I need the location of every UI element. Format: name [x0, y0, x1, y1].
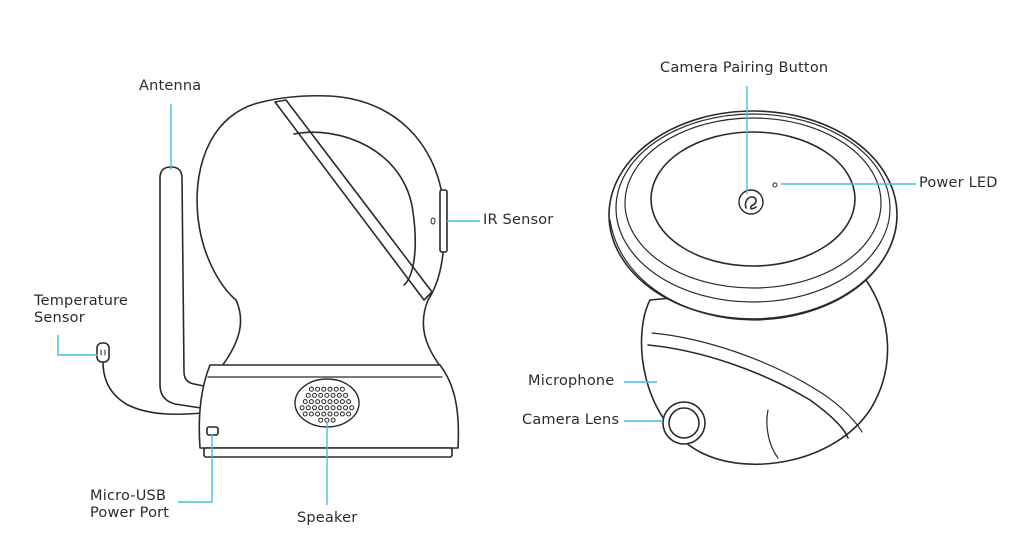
- speaker-hole: [339, 399, 345, 405]
- temperature-sensor-probe: [96, 342, 110, 363]
- speaker-hole: [312, 392, 317, 398]
- speaker-hole: [318, 392, 324, 398]
- label-micro-usb-line1: Micro-USB: [90, 488, 167, 504]
- camera-face-plate: [274, 99, 433, 301]
- speaker-hole: [308, 386, 314, 392]
- camera-front-ring: [293, 131, 417, 286]
- speaker-hole: [315, 386, 321, 392]
- label-power-led: Power LED: [919, 175, 998, 191]
- speaker-hole: [330, 392, 336, 398]
- leader-temperature-sensor: [57, 335, 98, 356]
- label-microphone: Microphone: [528, 373, 615, 389]
- label-micro-usb: Micro-USB Power Port: [90, 488, 169, 522]
- speaker-hole: [302, 411, 308, 417]
- speaker-hole: [343, 405, 348, 411]
- pairing-logo-icon: [744, 196, 757, 210]
- camera-lens-inner: [668, 407, 700, 439]
- speaker-hole: [321, 386, 327, 392]
- ir-sensor-dot: [430, 217, 436, 225]
- speaker-hole: [343, 392, 348, 398]
- speaker-hole: [321, 411, 327, 417]
- speaker-hole: [339, 386, 345, 392]
- camera-swivel-band: [647, 344, 849, 439]
- camera-head: [196, 94, 446, 367]
- speaker-holes: [299, 386, 355, 423]
- speaker-hole: [330, 405, 336, 411]
- speaker-hole: [346, 399, 352, 405]
- speaker-hole: [339, 411, 345, 417]
- leader-micro-usb: [178, 434, 213, 503]
- speaker-hole: [302, 399, 308, 405]
- speaker-hole: [315, 399, 321, 405]
- speaker-hole: [333, 411, 339, 417]
- camera-base-foot: [203, 447, 453, 458]
- speaker-hole: [318, 405, 324, 411]
- speaker-hole: [349, 405, 355, 411]
- micro-usb-port: [206, 426, 219, 436]
- speaker-hole: [327, 386, 333, 392]
- label-temperature-sensor-line2: Sensor: [34, 310, 85, 326]
- label-antenna: Antenna: [139, 78, 202, 94]
- speaker-hole: [333, 399, 339, 405]
- label-camera-lens: Camera Lens: [522, 412, 620, 428]
- speaker-hole: [333, 386, 339, 392]
- label-ir-sensor: IR Sensor: [483, 212, 554, 228]
- speaker-hole: [305, 392, 311, 398]
- speaker-hole: [305, 405, 311, 411]
- leader-lines: [57, 86, 916, 505]
- speaker-hole: [330, 417, 336, 423]
- speaker-hole: [308, 411, 314, 417]
- label-temperature-sensor-line1: Temperature: [34, 293, 129, 309]
- label-micro-usb-line2: Power Port: [90, 505, 170, 521]
- camera-side-view: [96, 94, 460, 458]
- speaker-hole: [299, 405, 305, 411]
- label-speaker: Speaker: [297, 510, 358, 526]
- speaker-hole: [336, 405, 342, 411]
- camera-top-view: [608, 110, 898, 466]
- speaker-hole: [346, 411, 352, 417]
- speaker-hole: [312, 405, 317, 411]
- speaker-hole: [318, 417, 324, 423]
- speaker-hole: [324, 405, 330, 411]
- label-temperature-sensor: Temperature Sensor: [34, 293, 128, 327]
- ir-sensor-housing: [439, 189, 448, 253]
- temperature-sensor-cable: [102, 361, 204, 416]
- label-camera-pairing-button: Camera Pairing Button: [660, 60, 829, 76]
- speaker-hole: [336, 392, 342, 398]
- camera-pairing-button[interactable]: [738, 189, 764, 215]
- speaker-hole: [324, 392, 330, 398]
- speaker-hole: [321, 399, 327, 405]
- speaker-hole: [327, 411, 333, 417]
- power-led: [772, 182, 778, 188]
- speaker-hole: [308, 399, 314, 405]
- antenna: [159, 166, 215, 411]
- speaker-hole: [327, 399, 333, 405]
- speaker-hole: [315, 411, 321, 417]
